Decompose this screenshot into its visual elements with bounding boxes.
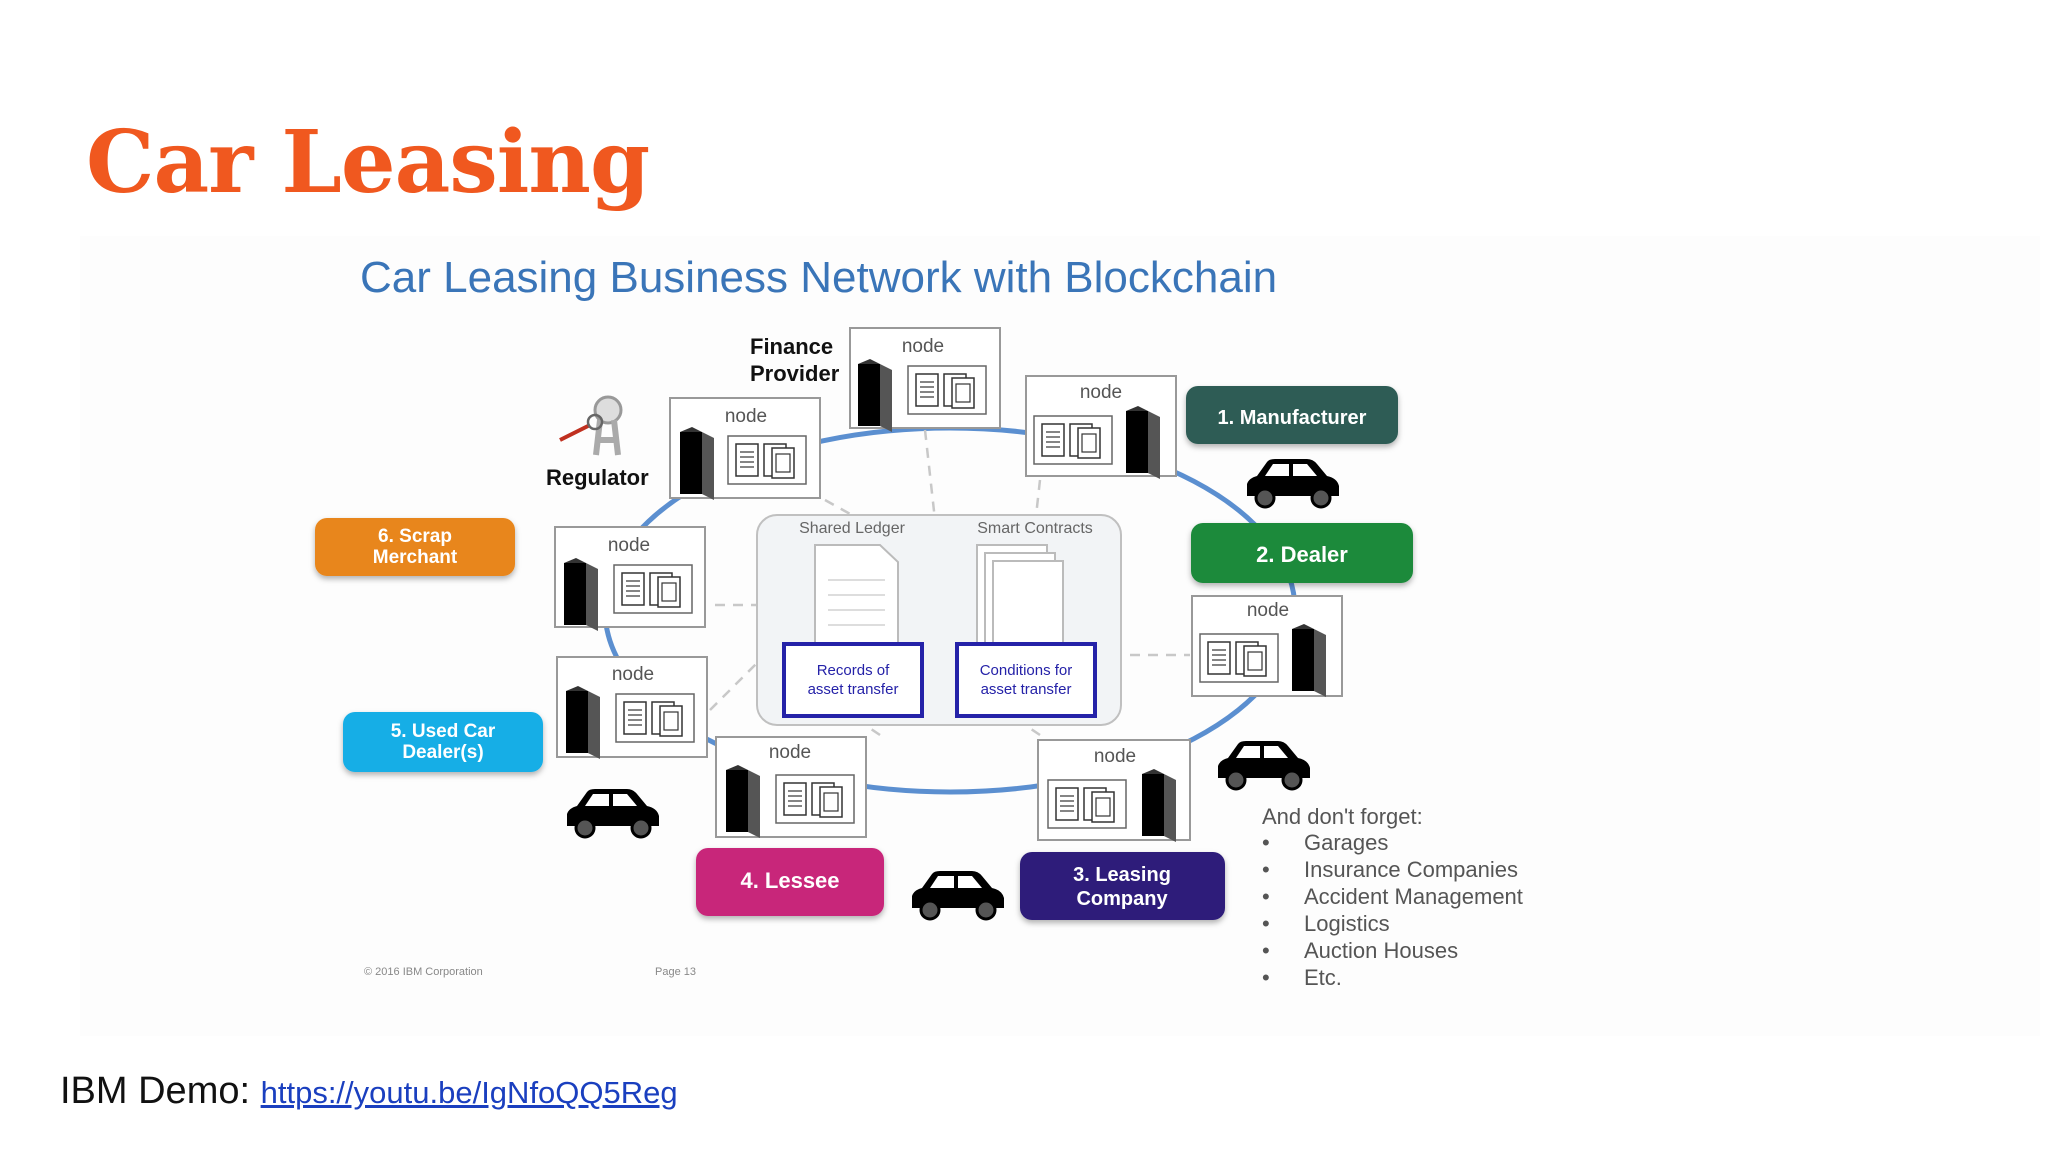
copyright-footnote: © 2016 IBM Corporation [364,966,483,978]
conditions-box: Conditions for asset transfer [955,642,1097,718]
finance-provider-label-1: Finance [750,334,833,359]
used-car-dealer-label-2: Dealer(s) [402,742,483,763]
regulator-magnifier-icon [559,395,623,456]
list-item: Garages [1304,830,1388,855]
pill-dealer: 2. Dealer [1191,523,1413,583]
page-number-footnote: Page 13 [655,966,696,978]
pill-manufacturer: 1. Manufacturer [1186,386,1398,444]
server-icon [858,359,892,432]
pill-used-car-dealer: 5. Used Car Dealer(s) [343,712,543,772]
ledger-document-icon [814,544,899,651]
dealer-label: 2. Dealer [1256,542,1348,567]
server-icon [1126,406,1160,479]
bullet: • [1262,911,1270,936]
list-item: Auction Houses [1304,938,1458,963]
server-icon [726,765,760,838]
node-label: node [1247,600,1289,621]
node-label: node [769,742,811,763]
pill-scrap-merchant: 6. Scrap Merchant [315,518,515,576]
node-label: node [1080,382,1122,403]
documents-icon [907,365,987,415]
finance-provider-label-2: Provider [750,361,840,386]
node-label: node [1094,746,1136,767]
footer-label: IBM Demo: [60,1070,251,1112]
bullet: • [1262,965,1270,990]
slide-title: Car Leasing [86,112,650,213]
shared-ledger-label: Shared Ledger [799,520,906,537]
car-icon [910,869,1006,921]
server-icon [1292,624,1326,697]
server-icon [564,558,598,631]
car-icon [565,787,661,839]
node-label: node [612,664,654,685]
scrap-merchant-label-1: 6. Scrap [378,526,452,547]
records-box: Records of asset transfer [782,642,924,718]
list-item: Accident Management [1304,884,1523,909]
documents-icon [615,693,695,743]
node-label: node [902,336,944,357]
used-car-dealer-label-1: 5. Used Car [391,721,496,742]
list-item: Insurance Companies [1304,857,1518,882]
node-finance-provider: node [849,327,1001,432]
documents-icon [613,564,693,614]
dont-forget-heading: And don't forget: [1262,804,1423,829]
conditions-line-2: asset transfer [981,681,1072,698]
records-line-1: Records of [817,662,890,679]
node-lessee: node [715,736,867,838]
records-line-2: asset transfer [808,681,899,698]
server-icon [1142,769,1176,842]
regulator-label: Regulator [546,465,649,490]
car-icon [1216,739,1312,791]
diagram-title: Car Leasing Business Network with Blockc… [360,253,1277,302]
car-icon [1245,457,1341,509]
demo-video-link[interactable]: https://youtu.be/IgNfoQQ5Reg [260,1075,678,1110]
documents-icon [1047,779,1127,829]
pill-lessee: 4. Lessee [696,848,884,916]
list-item: Logistics [1304,911,1390,936]
lessee-label: 4. Lessee [740,868,839,893]
node-scrap-merchant: node [554,526,706,631]
node-dealer: node [1191,595,1343,697]
manufacturer-label: 1. Manufacturer [1218,407,1367,429]
scrap-merchant-label-2: Merchant [373,547,458,568]
shared-ledger-box: Shared Ledger Smart Contracts Records of… [756,514,1122,726]
server-icon [680,427,714,500]
smart-contracts-label: Smart Contracts [977,520,1093,537]
node-manufacturer: node [1025,375,1177,479]
documents-icon [1033,415,1113,465]
documents-icon [727,435,807,485]
dont-forget-list: And don't forget: • Garages • Insurance … [1262,804,1523,990]
list-item: Etc. [1304,965,1342,990]
documents-icon [775,774,855,824]
pill-leasing-company: 3. Leasing Company [1020,852,1225,920]
bullet: • [1262,938,1270,963]
node-label: node [608,535,650,556]
bullet: • [1262,884,1270,909]
footer: IBM Demo: https://youtu.be/IgNfoQQ5Reg [60,1070,678,1113]
bullet: • [1262,830,1270,855]
documents-icon [1199,633,1279,683]
server-icon [566,686,600,759]
node-used-car-dealer: node [556,656,708,759]
node-regulator: node [669,397,821,500]
node-leasing-company: node [1037,739,1191,842]
bullet: • [1262,857,1270,882]
conditions-line-1: Conditions for [980,662,1073,679]
leasing-company-label-2: Company [1076,888,1168,910]
node-label: node [725,406,767,427]
leasing-company-label-1: 3. Leasing [1073,864,1171,886]
